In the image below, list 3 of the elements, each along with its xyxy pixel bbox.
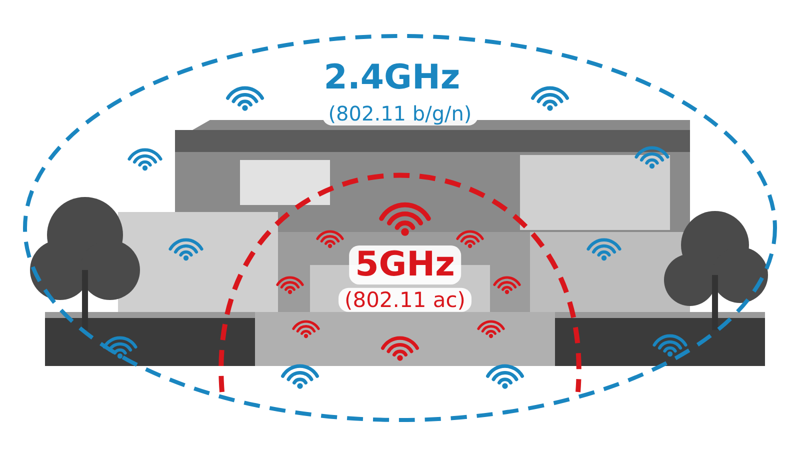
band-label: 5GHz [349,245,461,285]
standard-label: (802.11 b/g/n) [322,102,478,126]
standard-label: (802.11 ac) [338,288,472,312]
